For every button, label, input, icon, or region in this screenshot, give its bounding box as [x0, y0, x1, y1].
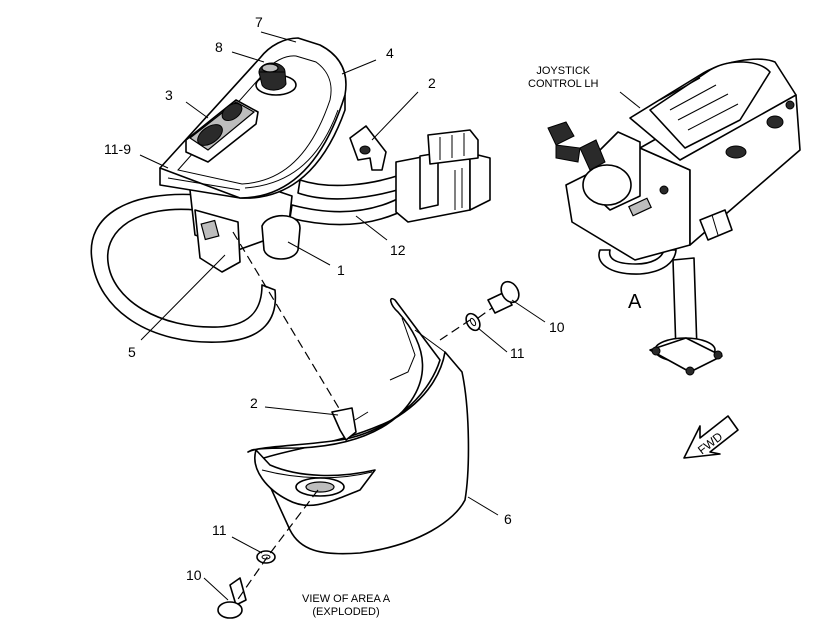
callout-3: 3: [165, 87, 173, 103]
rocker-switch-3: [185, 99, 259, 163]
callout-7: 7: [255, 14, 263, 30]
callout-1: 1: [337, 262, 345, 278]
harness-connector: [395, 129, 491, 223]
joystick-label: JOYSTICK CONTROL LH: [528, 65, 599, 90]
callout-10-right: 10: [549, 319, 565, 335]
wire-clip-2-upper: [349, 125, 387, 171]
callout-4: 4: [386, 45, 394, 61]
wire-harness-12: [289, 174, 411, 226]
cable-loop: [90, 193, 277, 343]
callout-2-top: 2: [428, 75, 436, 91]
callout-10-bottom: 10: [186, 567, 202, 583]
callout-11-right: 11: [510, 345, 525, 361]
callout-11-9: 11-9: [104, 141, 131, 157]
washer-11-right: [465, 312, 481, 332]
joystick-control-lh: [547, 58, 801, 376]
view-caption: VIEW OF AREA A (EXPLODED): [302, 593, 391, 618]
wire-clip-2-mid: [331, 407, 369, 441]
button-8: [255, 62, 297, 96]
callout-2-mid: 2: [250, 395, 258, 411]
view-marker-a: A: [628, 291, 642, 313]
cover-6: [247, 297, 470, 555]
explode-lines: [232, 231, 493, 603]
leader-lines: [139, 31, 641, 601]
bolt-10-bottom: [217, 577, 247, 619]
callout-8: 8: [215, 39, 223, 55]
bolt-10-right: [487, 280, 520, 314]
callout-6: 6: [504, 511, 512, 527]
fwd-arrow-icon: [683, 415, 739, 459]
callout-11-bottom: 11: [212, 522, 227, 538]
washer-11-bottom: [256, 550, 276, 564]
callout-5: 5: [128, 344, 136, 360]
mount-bracket: [189, 181, 301, 273]
callout-12: 12: [390, 242, 406, 258]
